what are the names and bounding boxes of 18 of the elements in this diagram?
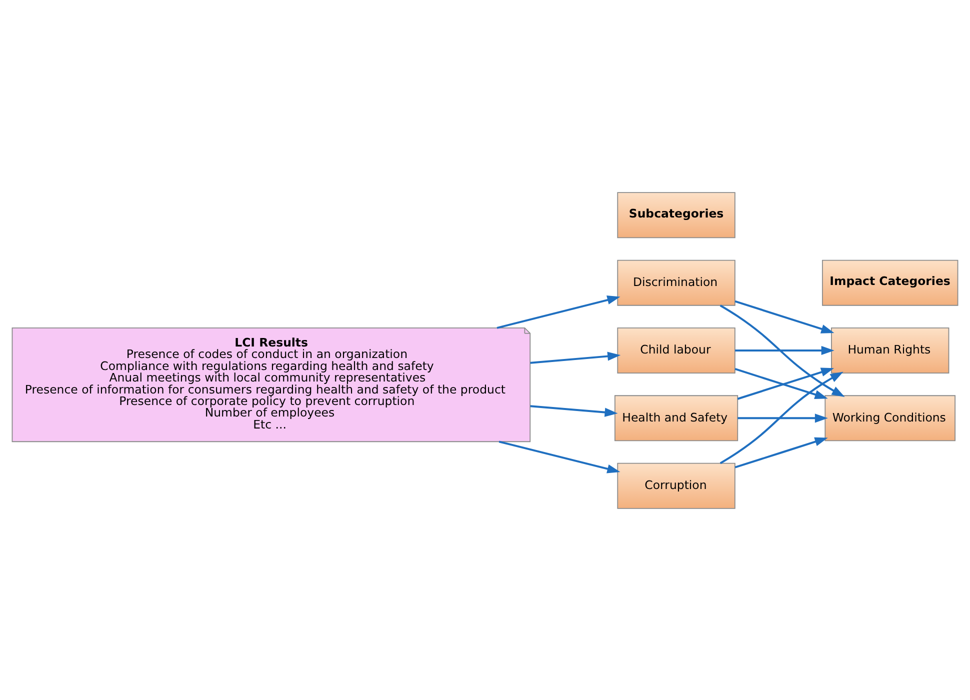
node-box: Health and Safety bbox=[614, 394, 738, 441]
arrow bbox=[735, 345, 834, 355]
arrow bbox=[530, 351, 621, 364]
arrow bbox=[734, 300, 834, 333]
arrow bbox=[496, 295, 620, 328]
node-box: Discrimination bbox=[617, 259, 736, 306]
node-box: Human Rights bbox=[831, 327, 950, 373]
arrow bbox=[738, 413, 828, 422]
node-box: Corruption bbox=[617, 462, 736, 508]
node-box: Impact Categories bbox=[822, 259, 958, 306]
node-box: Child labour bbox=[617, 327, 736, 373]
arrow bbox=[734, 436, 828, 468]
arrow bbox=[720, 304, 845, 396]
arrow bbox=[720, 371, 844, 464]
arrow bbox=[498, 440, 620, 473]
arrow bbox=[530, 404, 618, 416]
node-box: Working Conditions bbox=[824, 394, 956, 441]
node-box: Subcategories bbox=[617, 192, 736, 238]
